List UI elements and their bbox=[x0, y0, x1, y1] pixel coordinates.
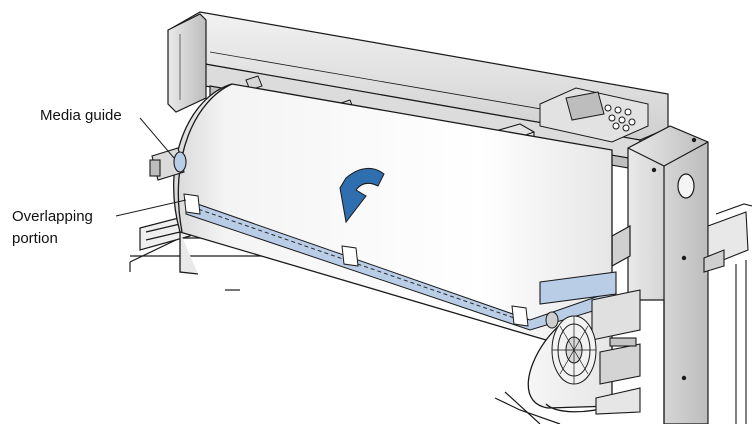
overlapping-leader bbox=[115, 199, 187, 217]
flange-wheel-icon bbox=[545, 311, 597, 385]
curved-arrow-down-icon bbox=[339, 168, 385, 224]
roll-media bbox=[173, 83, 613, 413]
media-guide-leader bbox=[139, 117, 175, 159]
side-rail bbox=[703, 203, 752, 424]
overlapping-portion-label: Overlapping bbox=[12, 208, 93, 225]
tape-piece bbox=[511, 305, 529, 327]
tape-piece bbox=[341, 245, 359, 267]
media-guide bbox=[149, 147, 187, 181]
tape-piece bbox=[183, 193, 201, 215]
media-guide-label: Media guide bbox=[40, 107, 122, 124]
leader-lines bbox=[115, 117, 187, 217]
overlapping-portion-label-line2: portion bbox=[12, 230, 58, 247]
control-panel bbox=[539, 87, 649, 143]
tape-pieces bbox=[183, 193, 529, 327]
stock-shaft bbox=[539, 271, 641, 415]
